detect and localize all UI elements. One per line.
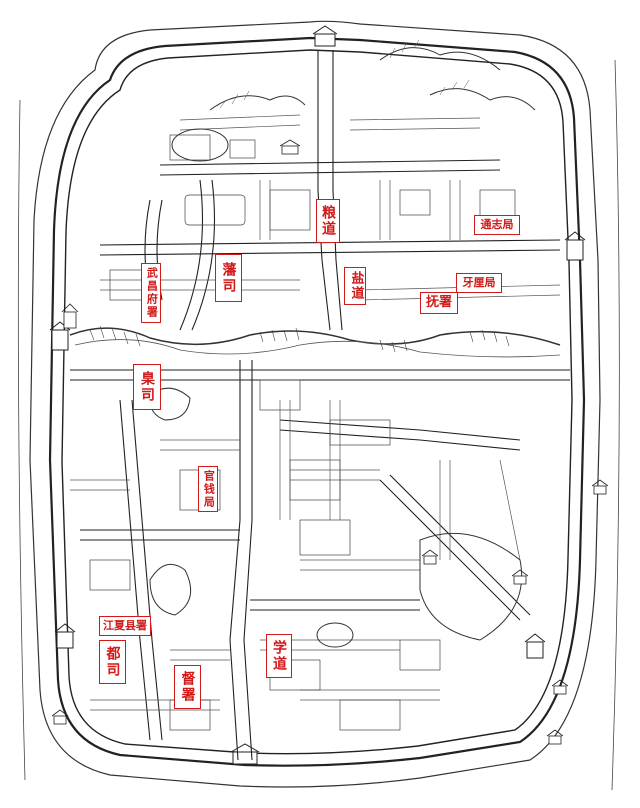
label-nie-si: 臬司 (133, 364, 161, 410)
label-wuchang-prefecture-office: 武昌府署 (141, 263, 161, 323)
river-east (611, 59, 620, 791)
label-yali-bureau: 牙厘局 (456, 273, 502, 293)
gate-west (49, 321, 71, 351)
gate-north (312, 25, 338, 47)
label-xue-dao: 学道 (266, 634, 292, 678)
label-tongzhi-bureau: 通志局 (474, 215, 520, 235)
north-hills (209, 47, 536, 111)
gate-southwest (54, 623, 76, 649)
label-du-si: 都司 (99, 640, 126, 684)
river-west (17, 99, 26, 781)
hill-hatching (89, 325, 510, 353)
ponds (149, 128, 523, 648)
snake-hill-ridge (69, 327, 561, 346)
lanes (70, 114, 561, 711)
label-fu-shu: 抚署 (420, 292, 458, 314)
gate-east (564, 231, 586, 261)
label-du-shu: 督署 (174, 665, 201, 709)
pavilion-icons (51, 139, 609, 745)
gate-southeast (524, 633, 546, 659)
building-blocks (89, 134, 516, 731)
label-jiangxia-county-office: 江夏县署 (99, 616, 151, 636)
gate-south (230, 743, 260, 765)
label-yan-dao: 盐道 (344, 267, 366, 305)
label-liang-dao: 粮道 (316, 199, 340, 243)
label-fan-si: 藩司 (215, 254, 242, 302)
city-wall-outer (48, 36, 586, 767)
label-guanqian-bureau: 官钱局 (198, 466, 218, 512)
